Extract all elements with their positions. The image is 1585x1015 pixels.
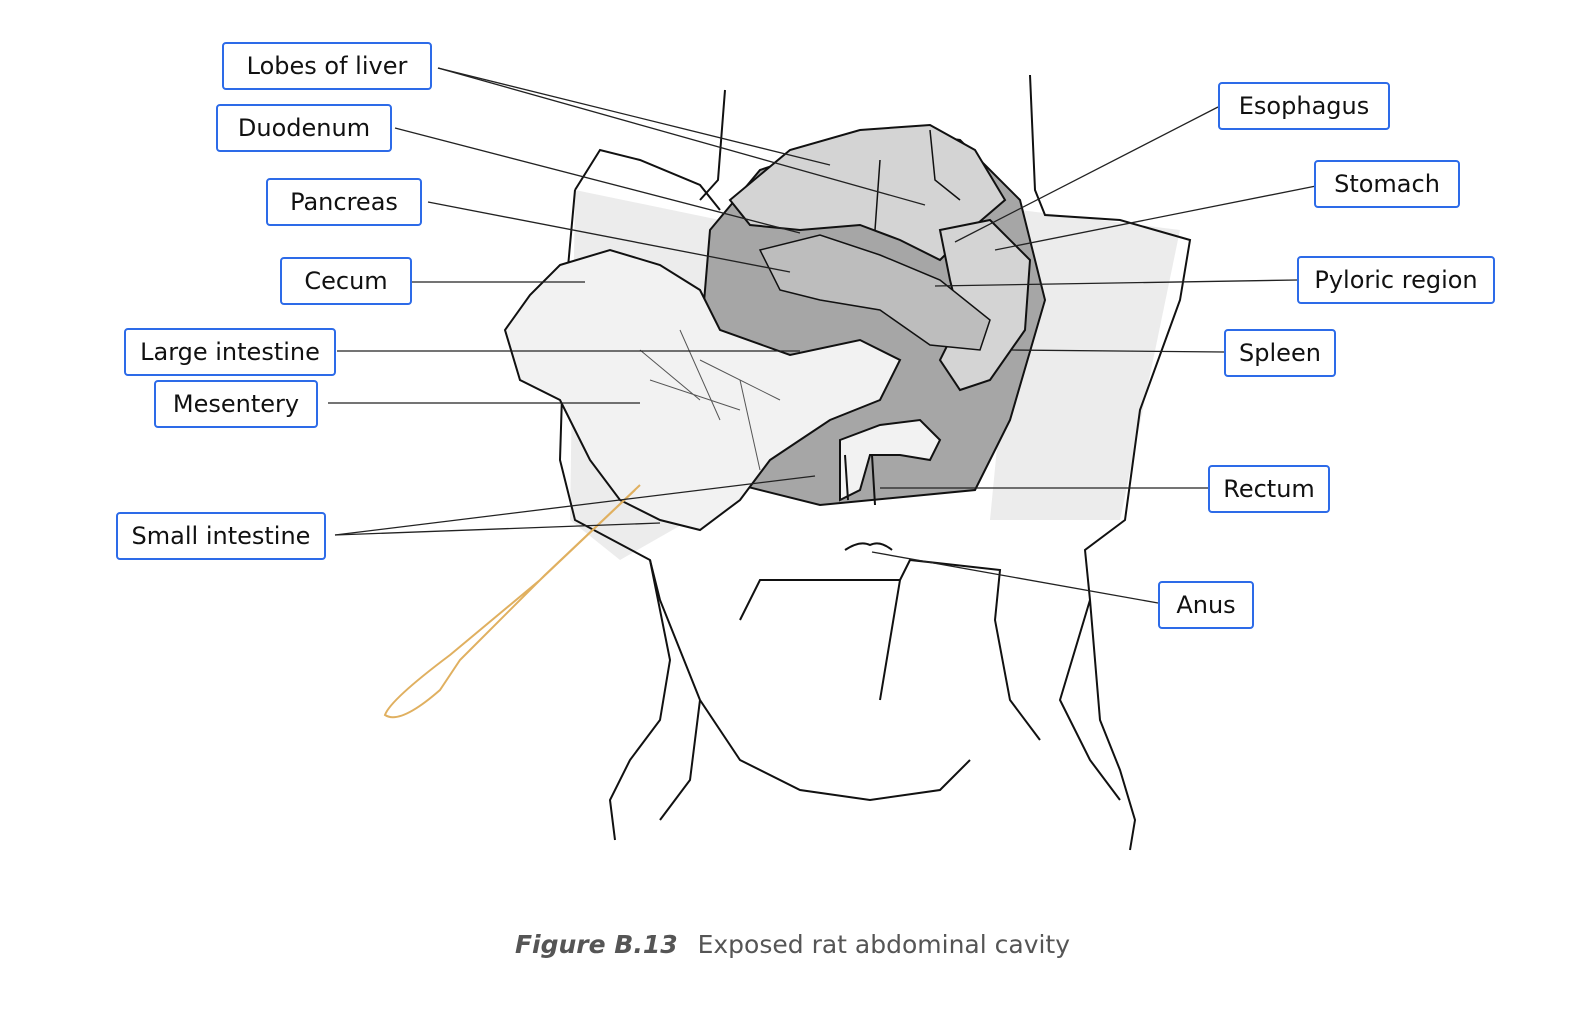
label-spleen: Spleen: [1224, 329, 1336, 377]
label-small-intestine: Small intestine: [116, 512, 326, 560]
leader-lines: [328, 67, 1317, 604]
label-large-intestine: Large intestine: [124, 328, 336, 376]
label-mesentery: Mesentery: [154, 380, 318, 428]
pancreas-shape: [758, 234, 991, 351]
rectum-shape: [844, 454, 876, 506]
label-duodenum: Duodenum: [216, 104, 392, 152]
anus-shape: [844, 542, 893, 551]
forceps: [383, 484, 641, 719]
label-rectum: Rectum: [1208, 465, 1330, 513]
label-cecum: Cecum: [280, 257, 412, 305]
figure-caption-text: Exposed rat abdominal cavity: [697, 930, 1071, 959]
label-pyloric-region: Pyloric region: [1297, 256, 1495, 304]
intestine-loop-right: [839, 418, 942, 502]
mesentery-lines: [639, 329, 781, 471]
label-esophagus: Esophagus: [1218, 82, 1390, 130]
rat-leg-right: [899, 558, 1121, 801]
rat-body-outline: [558, 74, 1192, 851]
liver-lobe-divider: [874, 129, 961, 231]
figure-number: Figure B.13: [514, 930, 678, 959]
label-anus: Anus: [1158, 581, 1254, 629]
label-stomach: Stomach: [1314, 160, 1460, 208]
label-lobes-of-liver: Lobes of liver: [222, 42, 432, 90]
figure-caption: Figure B.13 Exposed rat abdominal cavity: [0, 930, 1585, 959]
label-pancreas: Pancreas: [266, 178, 422, 226]
intestine-coils: [503, 248, 902, 532]
